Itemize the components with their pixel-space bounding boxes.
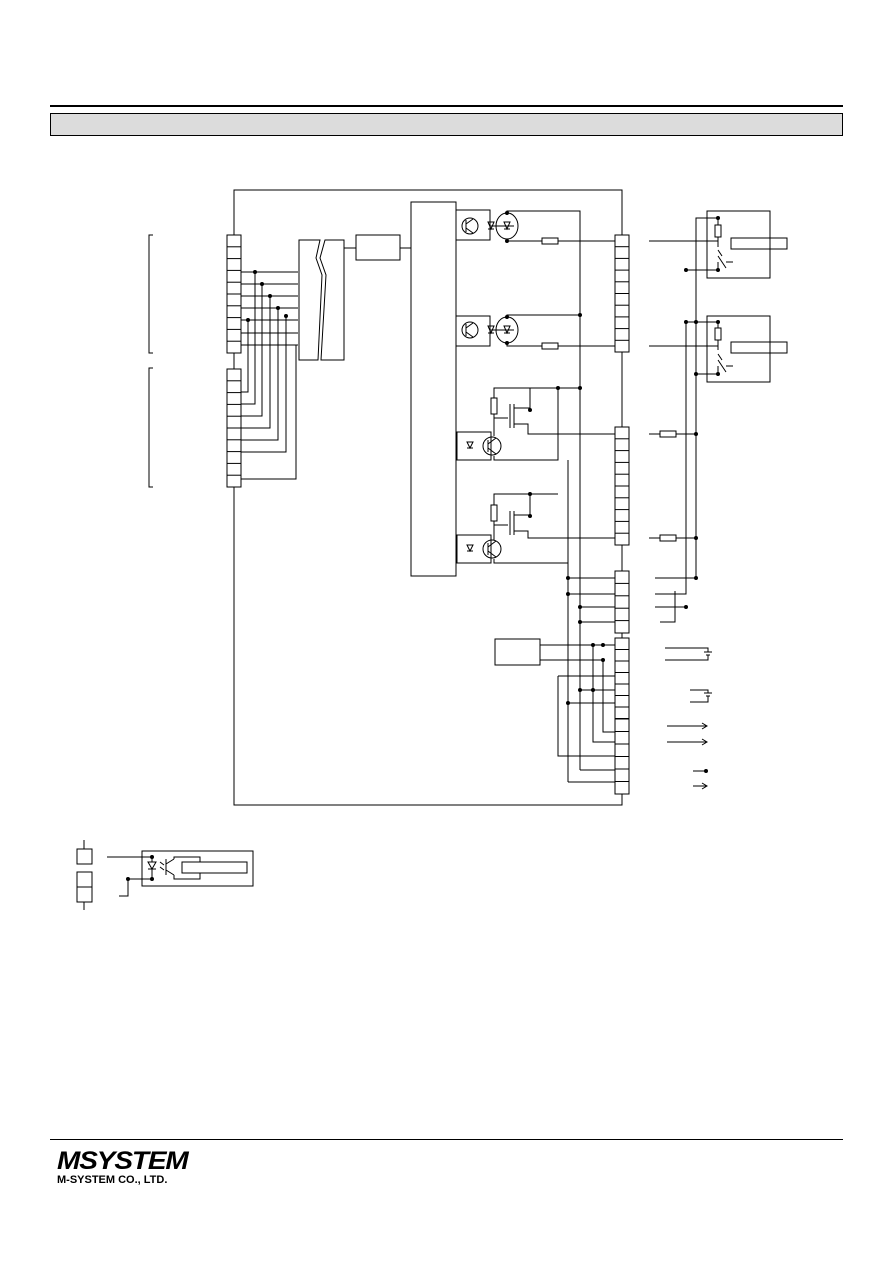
terminal-block-body xyxy=(614,570,630,634)
terminal-block-power xyxy=(614,637,630,719)
company-brand: MSYSTEM M-SYSTEM CO., LTD. xyxy=(57,1149,189,1187)
section-header-bar xyxy=(50,113,843,136)
external-supply-symbols xyxy=(665,647,712,790)
connection-example xyxy=(76,840,254,910)
bottom-rule xyxy=(50,1139,843,1140)
company-logo: MSYSTEM xyxy=(57,1147,189,1175)
left-bracket-upper xyxy=(148,234,153,354)
left-bracket-lower xyxy=(148,367,153,488)
small-function-block xyxy=(355,234,401,261)
external-sensor-1 xyxy=(686,210,788,279)
terminal-block-bottom xyxy=(614,718,630,795)
terminal-block-transistor-outputs xyxy=(614,426,630,546)
module-enclosure xyxy=(233,189,623,806)
transistor-output-channel-2 xyxy=(456,460,615,564)
company-name: M-SYSTEM CO., LTD. xyxy=(57,1174,168,1186)
top-rule xyxy=(50,105,843,107)
input-isolation-block xyxy=(298,239,356,361)
left-input-wiring xyxy=(241,270,298,480)
cpu-block xyxy=(410,201,457,577)
terminal-block-body xyxy=(614,637,630,719)
left-terminal-block-upper xyxy=(226,234,242,354)
terminal-block-commons xyxy=(614,570,630,634)
power-supply-block xyxy=(494,638,541,666)
external-sensor-2 xyxy=(696,315,788,383)
external-wiring xyxy=(649,217,718,623)
terminal-block-relay-outputs xyxy=(614,234,630,353)
transistor-output-channel-1 xyxy=(456,386,615,461)
relay-output-channel-2 xyxy=(455,313,615,350)
internal-bus-wiring xyxy=(494,340,615,783)
left-terminal-block-lower xyxy=(226,368,242,488)
relay-output-channel-1 xyxy=(455,209,615,340)
